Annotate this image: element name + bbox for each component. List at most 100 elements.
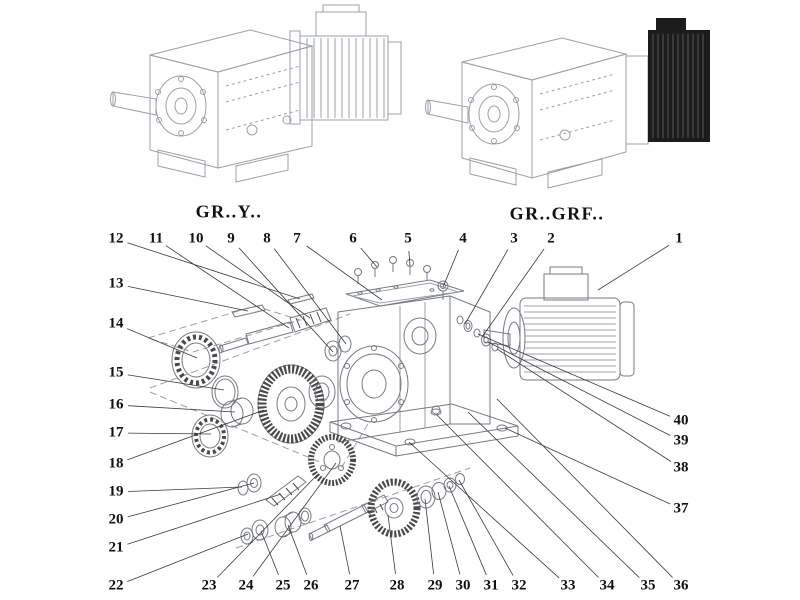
part-number-17: 17 — [106, 424, 126, 441]
part-number-34: 34 — [597, 577, 617, 594]
part-number-31: 31 — [481, 577, 501, 594]
gear-intermediate — [308, 375, 356, 486]
leader-line-14 — [126, 328, 198, 359]
leader-line-18 — [127, 409, 265, 461]
leader-line-17 — [127, 432, 212, 435]
part-number-18: 18 — [106, 455, 126, 472]
leader-line-31 — [448, 485, 487, 576]
housing-top-cover — [345, 279, 465, 307]
part-number-21: 21 — [106, 539, 126, 556]
leader-line-16 — [127, 405, 236, 413]
leader-line-29 — [424, 498, 435, 575]
part-number-28: 28 — [387, 577, 407, 594]
part-number-19: 19 — [106, 483, 126, 500]
leader-line-21 — [127, 493, 282, 545]
leader-line-26 — [287, 524, 308, 575]
part-number-15: 15 — [106, 364, 126, 381]
part-number-8: 8 — [261, 230, 273, 247]
gearbox-left — [110, 29, 314, 169]
shaft-key-b — [287, 293, 315, 305]
seal-ring — [211, 375, 239, 409]
housing-foot — [329, 403, 519, 457]
part-number-6: 6 — [347, 230, 359, 247]
motor-exploded — [483, 266, 635, 381]
leader-line-9 — [238, 247, 334, 353]
motor-left — [289, 4, 402, 125]
bearing-small-b — [324, 340, 342, 362]
leader-line-28 — [387, 514, 396, 575]
leader-line-24 — [252, 462, 337, 577]
cover-bolts — [354, 256, 449, 300]
part-number-20: 20 — [106, 511, 126, 528]
leader-line-4 — [442, 249, 459, 288]
part-number-11: 11 — [146, 230, 166, 247]
vent-plug — [437, 280, 449, 300]
part-number-5: 5 — [402, 230, 414, 247]
leader-line-25 — [260, 530, 279, 576]
leader-line-5 — [408, 250, 411, 267]
leader-line-3 — [464, 249, 509, 325]
part-number-13: 13 — [106, 275, 126, 292]
part-number-3: 3 — [508, 230, 520, 247]
foot-left-a — [157, 149, 206, 178]
pinion-shaft-assembly — [237, 473, 307, 507]
leader-line-11 — [165, 245, 290, 329]
motor-fasteners — [456, 315, 499, 352]
part-number-30: 30 — [453, 577, 473, 594]
leader-line-35 — [467, 411, 640, 578]
pinion-shaft — [265, 475, 307, 507]
leader-line-2 — [481, 248, 545, 338]
part-number-32: 32 — [509, 577, 529, 594]
part-number-14: 14 — [106, 315, 126, 332]
leader-line-37 — [504, 427, 671, 505]
model-label-gr-y: GR..Y.. — [195, 201, 263, 222]
part-number-23: 23 — [199, 577, 219, 594]
part-number-2: 2 — [545, 230, 557, 247]
part-number-22: 22 — [106, 577, 126, 594]
part-number-33: 33 — [558, 577, 578, 594]
leader-line-40 — [477, 333, 671, 417]
leader-line-20 — [127, 482, 255, 518]
leader-line-6 — [360, 247, 378, 268]
part-number-12: 12 — [106, 230, 126, 247]
bearing-intermediate — [308, 375, 336, 409]
output-shaft-right — [427, 99, 469, 124]
model-label-gr-grf: GR..GRF.. — [509, 203, 605, 224]
bearing-large — [171, 331, 221, 389]
gear-housing — [329, 295, 519, 457]
foot-right-b — [547, 158, 603, 189]
leader-line-27 — [339, 525, 351, 575]
foot-right-a — [469, 157, 517, 186]
part-number-16: 16 — [106, 396, 126, 413]
part-number-24: 24 — [236, 577, 256, 594]
leader-line-1 — [597, 245, 670, 291]
gearmotor-right-drawing — [425, 18, 710, 189]
part-number-36: 36 — [671, 577, 691, 594]
output-shaft-exploded — [308, 524, 331, 541]
leader-line-36 — [496, 398, 673, 578]
part-number-29: 29 — [425, 577, 445, 594]
leader-line-38 — [496, 348, 672, 462]
leader-line-33 — [408, 441, 560, 579]
part-number-39: 39 — [671, 432, 691, 449]
leader-line-15 — [127, 374, 225, 391]
foot-left-b — [235, 153, 289, 183]
input-shaft — [219, 337, 249, 353]
shaft-key-a — [231, 304, 266, 318]
part-number-40: 40 — [671, 412, 691, 429]
part-number-25: 25 — [273, 577, 293, 594]
part-number-7: 7 — [291, 230, 303, 247]
part-number-37: 37 — [671, 500, 691, 517]
gearmotor-left-drawing — [110, 4, 402, 183]
leader-line-23 — [217, 473, 319, 578]
part-number-4: 4 — [457, 230, 469, 247]
leader-line-30 — [437, 491, 461, 575]
part-number-1: 1 — [673, 230, 685, 247]
spacer-sleeve — [220, 397, 254, 428]
exploded-view — [146, 256, 635, 549]
output-shaft-assembly — [240, 494, 389, 545]
part-number-10: 10 — [186, 230, 206, 247]
gearbox-right — [425, 37, 628, 179]
